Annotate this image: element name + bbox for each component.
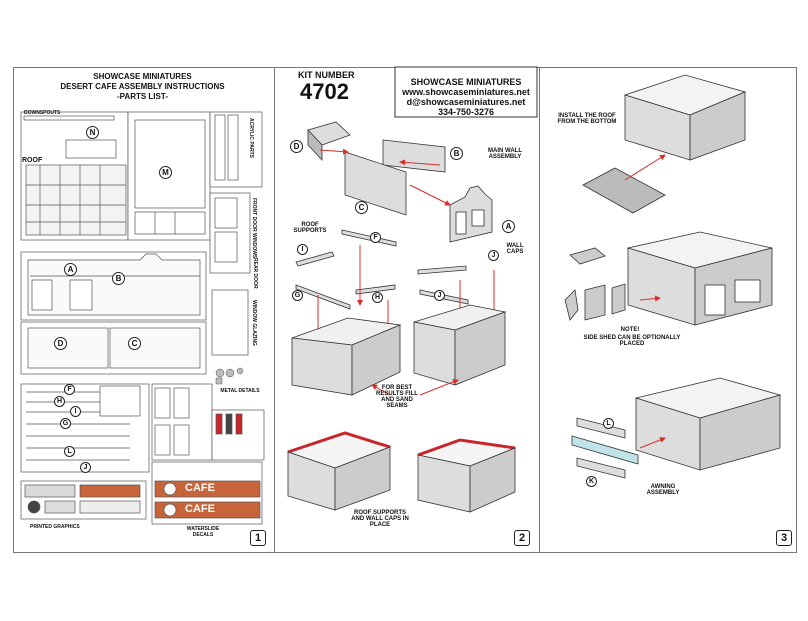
- part-i-label-p2: I: [297, 244, 308, 255]
- shed-parts: [564, 247, 626, 321]
- divider-2: [539, 68, 540, 552]
- part-d-label-p2: D: [290, 140, 303, 153]
- roof-sheet: [20, 111, 129, 241]
- label-acrylic: ACRYLIC PARTS: [248, 118, 254, 158]
- kit-number: 4702: [300, 79, 349, 104]
- part-f-label-p2: F: [370, 232, 381, 243]
- part-j-label: J: [80, 462, 91, 473]
- contact-box: SHOWCASE MINIATURES www.showcaseminiatur…: [395, 77, 537, 117]
- part-g-label: G: [60, 418, 71, 429]
- roof-panel: [582, 167, 666, 214]
- wall-sheet-dc: [20, 321, 207, 375]
- part-n-label: N: [86, 126, 99, 139]
- part-a-label-p2: A: [502, 220, 515, 233]
- part-c-label: C: [128, 337, 141, 350]
- part-f-label: F: [64, 384, 75, 395]
- waterslide-decals: [151, 461, 263, 525]
- label-note: NOTE!: [620, 327, 640, 333]
- part-m-label: M: [159, 166, 172, 179]
- page-number-2: 2: [514, 530, 530, 546]
- label-metal-details: METAL DETAILS: [220, 388, 260, 394]
- box-assembly-3: [286, 431, 392, 511]
- roof-support-strips: [295, 229, 469, 310]
- label-roof: ROOF: [22, 157, 43, 164]
- wall-c: [344, 151, 407, 216]
- label-wall-caps: WALL CAPS: [506, 243, 524, 255]
- finished-building: [634, 377, 782, 471]
- page-number-3: 3: [776, 530, 792, 546]
- label-in-place: ROOF SUPPORTS AND WALL CAPS IN PLACE: [351, 510, 409, 528]
- wall-sheet-ab: [20, 251, 207, 321]
- part-l-label: L: [64, 446, 75, 457]
- metal-parts: [215, 367, 244, 385]
- decal-text-1: CAFE: [185, 482, 215, 494]
- label-awning: AWNING ASSEMBLY: [646, 484, 680, 496]
- label-printed-graphics: PRINTED GRAPHICS: [30, 524, 80, 530]
- strip-sheet: [20, 383, 150, 473]
- main-building: [626, 231, 773, 326]
- printed-graphics: [20, 480, 147, 520]
- email: d@showcaseminiatures.net: [406, 97, 526, 107]
- website: www.showcaseminiatures.net: [402, 87, 530, 97]
- box-assembly-4: [416, 438, 517, 513]
- title-line1: SHOWCASE MINIATURES: [93, 72, 192, 81]
- part-b-label-p2: B: [450, 147, 463, 160]
- part-b-label: B: [112, 272, 125, 285]
- part-h-label: H: [54, 396, 65, 407]
- part-m-sheet: [127, 111, 211, 241]
- part-h-label-p2: H: [372, 292, 383, 303]
- label-install-roof: INSTALL THE ROOF FROM THE BOTTOM: [557, 113, 617, 125]
- label-side-shed: SIDE SHED CAN BE OPTIONALLY PLACED: [583, 335, 681, 347]
- decal-text-2: CAFE: [185, 503, 215, 515]
- part-j-label-p2b: J: [434, 290, 445, 301]
- front-door-windows: [209, 192, 251, 274]
- title: SHOWCASE MINIATURES DESERT CAFE ASSEMBLY…: [45, 72, 240, 102]
- wall-d: [307, 121, 351, 162]
- part-k-label-p3: K: [586, 476, 597, 487]
- title-line2: DESERT CAFE ASSEMBLY INSTRUCTIONS: [60, 82, 225, 91]
- detail-sheet: [211, 409, 265, 461]
- wall-a: [449, 185, 493, 243]
- acrylic-sheet: [209, 111, 263, 188]
- window-glazing: [211, 289, 249, 356]
- phone: 334-750-3276: [437, 107, 495, 117]
- company-name: SHOWCASE MINIATURES: [410, 77, 522, 87]
- label-window-glazing: WINDOW GLAZING: [251, 300, 257, 346]
- part-i-label: I: [70, 406, 81, 417]
- box-assembly-2: [413, 304, 507, 386]
- window-frames-sheet: [151, 383, 213, 461]
- label-roof-supports: ROOF SUPPORTS: [293, 222, 327, 234]
- box-assembly-1: [291, 317, 402, 396]
- label-best-results: FOR BEST RESULTS FILL AND SAND SEAMS: [376, 385, 418, 409]
- part-c-label-p2: C: [355, 201, 368, 214]
- label-main-wall: MAIN WALL ASSEMBLY: [488, 148, 522, 160]
- label-rear-door: REAR DOOR: [252, 258, 258, 289]
- label-front-door: FRONT DOOR WINDOWS: [251, 198, 257, 259]
- kit-label: KIT NUMBER: [298, 70, 355, 80]
- upside-down-box: [623, 74, 747, 161]
- part-j-label-p2a: J: [488, 250, 499, 261]
- page-number-1: 1: [250, 530, 266, 546]
- title-line3: -PARTS LIST-: [117, 92, 168, 101]
- divider-1: [274, 68, 275, 552]
- label-downspouts: DOWNSPOUTS: [24, 110, 61, 116]
- part-g-label-p2: G: [292, 290, 303, 301]
- label-waterslide: WATERSLIDE DECALS: [186, 526, 220, 538]
- part-a-label: A: [64, 263, 77, 276]
- part-l-label-p3: L: [603, 418, 614, 429]
- awning-parts: [571, 417, 639, 479]
- part-d-label: D: [54, 337, 67, 350]
